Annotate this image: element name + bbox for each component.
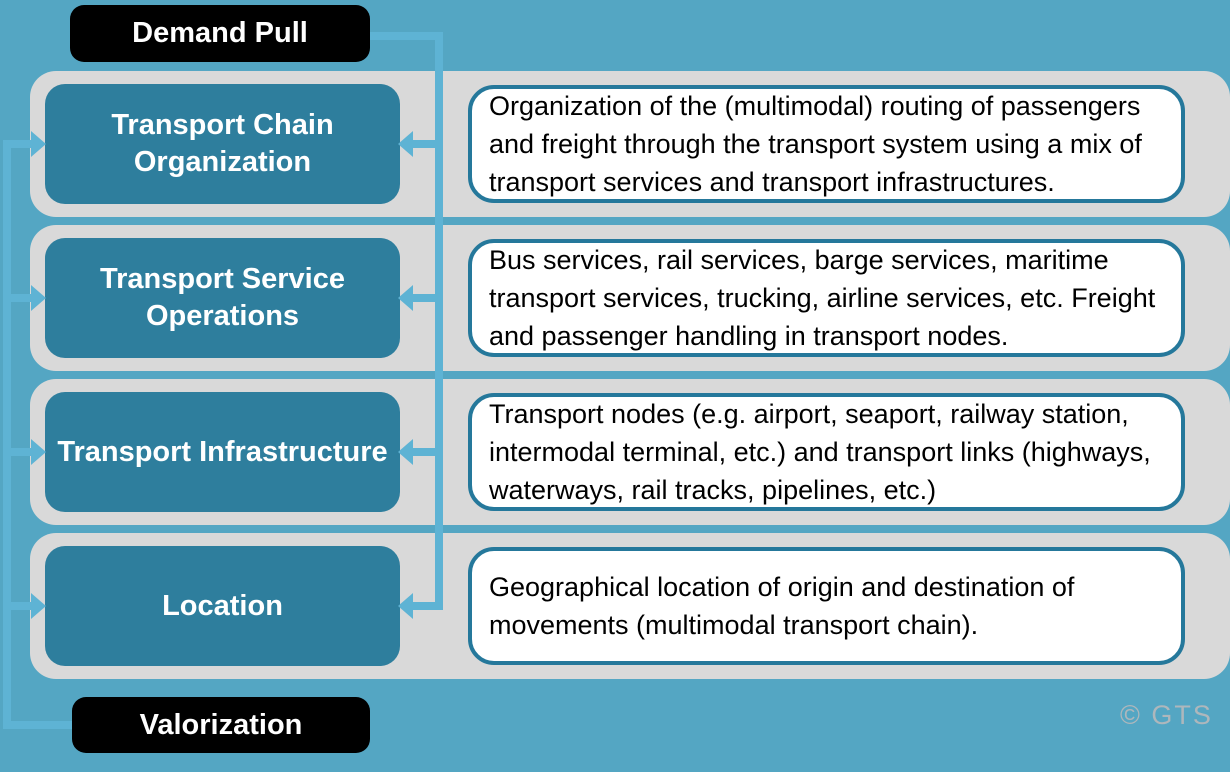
valorization-label: Valorization: [72, 697, 370, 753]
layer-row-location: Location Geographical location of origin…: [30, 533, 1230, 679]
transport-infrastructure-description-box: Transport nodes (e.g. airport, seaport, …: [468, 393, 1185, 511]
layer-description: Transport nodes (e.g. airport, seaport, …: [489, 399, 1151, 505]
left-arrow-head-row-1: [31, 131, 46, 157]
left-arrow-head-row-4: [31, 593, 46, 619]
gts-watermark: © GTS: [1120, 700, 1213, 730]
left-arrow-head-row-2: [31, 285, 46, 311]
valorization-connector-horizontal: [3, 721, 72, 729]
demand-pull-label-text: Demand Pull: [132, 17, 308, 49]
valorization-label-text: Valorization: [139, 708, 303, 741]
layer-row-transport-chain-organization: Transport Chain Organization Organizatio…: [30, 71, 1230, 217]
left-arrow-shaft-row-4: [9, 602, 31, 610]
layer-description: Organization of the (multimodal) routing…: [489, 91, 1142, 197]
right-arrow-shaft-row-2: [413, 294, 435, 302]
right-arrow-shaft-row-3: [413, 448, 435, 456]
demand-pull-label: Demand Pull: [70, 5, 370, 62]
layer-row-transport-infrastructure: Transport Infrastructure Transport nodes…: [30, 379, 1230, 525]
location-box: Location: [45, 546, 400, 666]
right-arrow-head-row-1: [398, 131, 413, 157]
location-description-box: Geographical location of origin and dest…: [468, 547, 1185, 665]
transport-service-operations-description-box: Bus services, rail services, barge servi…: [468, 239, 1185, 357]
layer-row-transport-service-operations: Transport Service Operations Bus service…: [30, 225, 1230, 371]
demand-pull-connector-horizontal: [370, 32, 443, 40]
layer-description: Geographical location of origin and dest…: [489, 572, 1075, 640]
transport-service-operations-box: Transport Service Operations: [45, 238, 400, 358]
layer-title: Transport Chain Organization: [111, 109, 334, 178]
right-arrow-shaft-row-4: [413, 602, 435, 610]
right-arrow-head-row-3: [398, 439, 413, 465]
transport-infrastructure-box: Transport Infrastructure: [45, 392, 400, 512]
right-arrow-shaft-row-1: [413, 140, 435, 148]
left-arrow-shaft-row-1: [9, 140, 31, 148]
transport-chain-organization-box: Transport Chain Organization: [45, 84, 400, 204]
left-arrow-shaft-row-3: [9, 448, 31, 456]
left-arrow-head-row-3: [31, 439, 46, 465]
layer-title: Transport Infrastructure: [57, 435, 388, 468]
transport-chain-organization-description-box: Organization of the (multimodal) routing…: [468, 85, 1185, 203]
demand-pull-feed-line-vertical: [435, 32, 443, 610]
layer-title: Transport Service Operations: [100, 263, 345, 332]
valorization-feed-line-vertical: [3, 140, 11, 729]
left-arrow-shaft-row-2: [9, 294, 31, 302]
layer-description: Bus services, rail services, barge servi…: [489, 245, 1156, 351]
right-arrow-head-row-4: [398, 593, 413, 619]
right-arrow-head-row-2: [398, 285, 413, 311]
layer-title: Location: [162, 589, 283, 622]
